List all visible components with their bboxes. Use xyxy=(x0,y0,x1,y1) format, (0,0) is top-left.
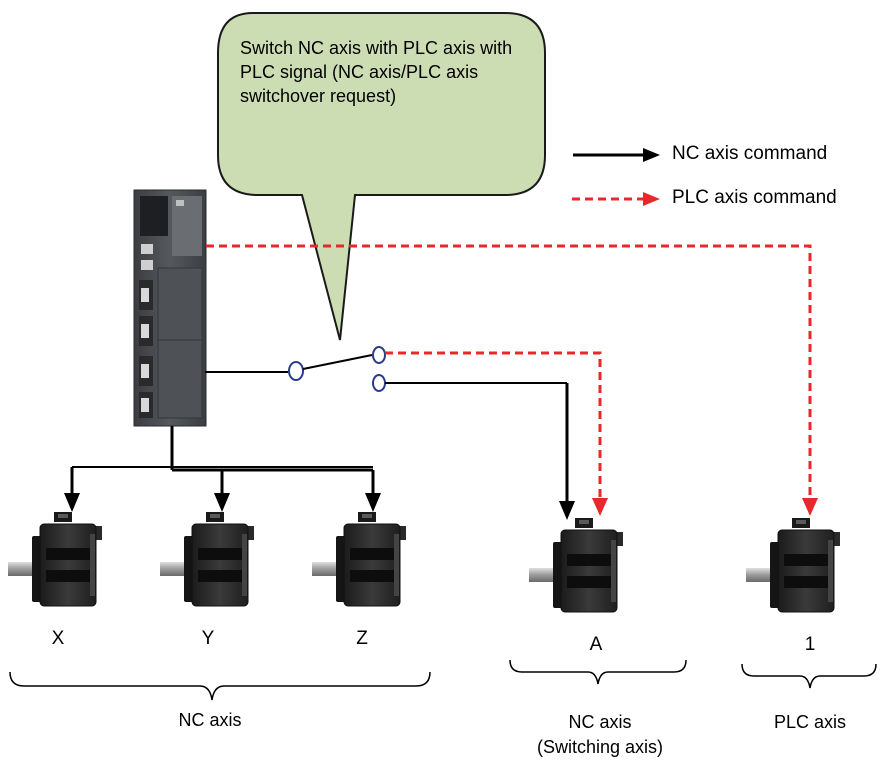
switching-axis-brace xyxy=(509,659,687,685)
group-label-switching-line2: (Switching axis) xyxy=(536,737,664,757)
nc-command-to-a xyxy=(385,382,575,520)
axis-label-1: 1 xyxy=(804,634,816,655)
group-label-plc: PLC axis xyxy=(773,712,847,732)
axis-label-y: Y xyxy=(201,628,215,649)
motor-1-icon xyxy=(746,518,840,613)
nc-axis-bus xyxy=(64,426,381,512)
legend-nc-arrow xyxy=(573,148,660,162)
servo-motors xyxy=(8,512,840,613)
axis-label-z: Z xyxy=(356,628,368,649)
axis-label-x: X xyxy=(51,628,65,649)
legend-nc-label: NC axis command xyxy=(672,143,828,164)
group-label-nc: NC axis xyxy=(178,710,242,730)
motor-a-icon xyxy=(529,518,623,613)
plc-command-to-a xyxy=(385,351,608,516)
motor-y-icon xyxy=(160,512,254,607)
callout-text: Switch NC axis with PLC axis with PLC si… xyxy=(240,38,513,106)
plc-command-to-1 xyxy=(206,244,818,516)
callout-bubble xyxy=(217,12,546,341)
axis-label-a: A xyxy=(589,634,603,655)
motor-z-icon xyxy=(312,512,406,607)
switchover-switch xyxy=(205,346,386,392)
nc-axis-brace xyxy=(9,671,431,701)
legend-plc-arrow xyxy=(572,192,660,206)
motor-x-icon xyxy=(8,512,102,607)
plc-axis-brace xyxy=(741,663,877,689)
legend-plc-label: PLC axis command xyxy=(672,187,837,208)
controller-unit xyxy=(133,189,207,427)
group-label-switching-line1: NC axis xyxy=(568,712,632,732)
